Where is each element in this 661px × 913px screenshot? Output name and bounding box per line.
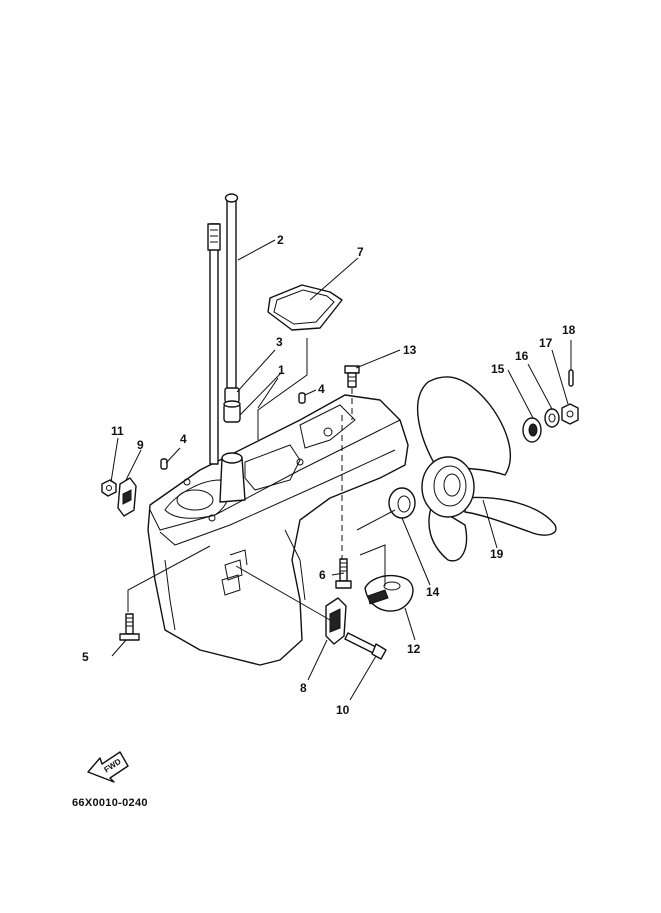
bolt-6 — [335, 558, 352, 589]
thrust-washer-14 — [388, 487, 416, 519]
callout-14: 14 — [426, 585, 440, 599]
trim-tab-clip-9 — [117, 477, 137, 517]
diagram-code: 66X0010-0240 — [72, 797, 148, 809]
callout-3: 3 — [276, 335, 283, 349]
callout-18: 18 — [562, 323, 576, 337]
washer-16 — [544, 408, 560, 428]
callout-2: 2 — [277, 233, 284, 247]
drive-shaft — [224, 193, 239, 394]
nut-17 — [561, 403, 579, 425]
bushing — [223, 387, 241, 423]
nut-11 — [101, 479, 117, 497]
callout-13: 13 — [403, 343, 417, 357]
callout-labels: 1 2 3 4 4 5 6 7 8 9 10 11 12 13 14 15 16… — [82, 233, 576, 717]
centerline-dashes — [341, 388, 353, 560]
cotter-pin-18 — [568, 369, 574, 387]
anode-12 — [364, 574, 414, 612]
callout-6: 6 — [319, 568, 326, 582]
lower-casing — [147, 394, 409, 666]
callout-17: 17 — [539, 336, 553, 350]
callout-12: 12 — [407, 642, 421, 656]
callout-11: 11 — [111, 424, 124, 438]
shift-rod — [207, 223, 221, 465]
bolt-10 — [344, 632, 387, 660]
callout-1: 1 — [278, 363, 285, 377]
dowel-pin — [160, 392, 306, 470]
callout-4: 4 — [318, 382, 325, 396]
bolt-13 — [344, 365, 360, 388]
callout-9: 9 — [137, 438, 144, 452]
callout-10: 10 — [336, 703, 350, 717]
gasket — [267, 284, 343, 331]
callout-7: 7 — [357, 245, 364, 259]
callout-15: 15 — [491, 362, 505, 376]
callout-4: 4 — [180, 432, 187, 446]
leader-lines — [110, 239, 572, 701]
callout-5: 5 — [82, 650, 89, 664]
callout-8: 8 — [300, 681, 307, 695]
callout-19: 19 — [490, 547, 504, 561]
spacer-15 — [522, 417, 542, 443]
propeller-19 — [416, 376, 557, 562]
fwd-arrow-icon: FWD — [87, 751, 129, 783]
bolt-5 — [119, 613, 140, 641]
callout-16: 16 — [515, 349, 529, 363]
plate-8 — [325, 597, 347, 645]
